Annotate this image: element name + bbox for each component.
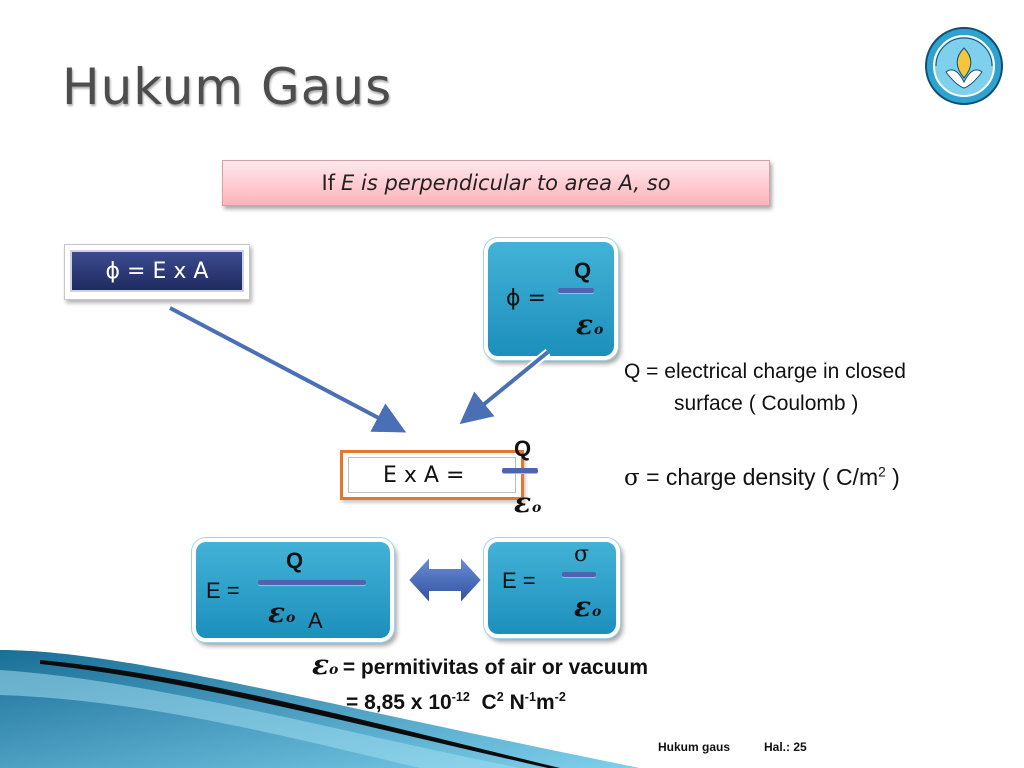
field-area: A [308,608,323,633]
arrow-right [459,350,550,425]
combined-equation-box: E x A = [340,450,524,500]
charge-note-line2: surface ( Coulomb ) [674,392,859,415]
background-swoosh [0,650,640,768]
epsilon-value: = 8,85 x 10-12 C2 N-1m-2 [346,690,566,715]
sigma-epsilon: ε [574,590,592,623]
epsilon-value-exp3: -1 [524,690,536,704]
sigma-formula-box: E = σ ε o [484,538,620,638]
gauss-epsilon-sub: o [594,322,604,338]
epsilon-note-sub: o [329,662,339,678]
combined-fraction-line [502,468,538,473]
page-title: Hukum Gaus [62,58,393,116]
sigma-note-sup: 2 [878,464,886,480]
condition-text: E is perpendicular to area A, so [341,171,671,195]
sigma-note-end: ) [885,464,900,490]
combined-lhs: E x A = [348,457,516,493]
field-epsilon-sub: o [286,610,296,626]
condition-banner: If E is perpendicular to area A, so [222,160,770,206]
sigma-lhs: E = [502,568,536,593]
gauss-numerator: Q [574,258,592,283]
sigma-numerator: σ [574,542,590,567]
condition-prefix: If [321,171,336,195]
gauss-formula-box: ϕ = Q ε o [484,238,618,360]
epsilon-value-exp4: -2 [554,690,566,704]
flux-definition-box: ϕ = E x A [64,244,250,300]
gauss-fraction-line [558,288,594,293]
combined-epsilon-sub: o [532,500,542,516]
field-epsilon: ε [268,596,286,629]
epsilon-note: εo = permitivitas of air or vacuum [312,648,648,681]
charge-note-line1: Q = electrical charge in closed [624,360,906,383]
epsilon-note-line1: = permitivitas of air or vacuum [342,656,649,679]
epsilon-note-symbol: ε [312,648,330,681]
sigma-note-text: = charge density ( C/m [646,464,879,490]
tut-wuri-handayani-logo-icon [925,27,1003,105]
gauss-epsilon: ε [576,308,594,341]
sigma-note: σ = charge density ( C/m2 ) [624,464,900,491]
sigma-fraction-line [562,572,596,577]
epsilon-value-exp2: 2 [496,690,504,704]
footer-label: Hukum gaus [658,740,731,754]
epsilon-value-exp1: -12 [451,690,470,704]
epsilon-value-c: C [469,691,497,714]
combined-epsilon: ε [514,486,532,519]
flux-definition-text: ϕ = E x A [70,250,244,292]
arrow-left [169,306,407,433]
footer-page-number: Hal.: 25 [764,740,807,754]
gauss-lhs: ϕ = [506,286,546,311]
field-fraction-line [258,580,366,585]
epsilon-value-n: N [503,691,525,714]
double-arrow-icon [406,553,484,607]
field-formula-box: E = Q ε o A [192,538,394,642]
epsilon-value-m: m [535,691,555,714]
sigma-epsilon-sub: o [592,604,602,620]
sigma-note-symbol: σ [624,465,640,491]
combined-numerator: Q [514,436,532,461]
epsilon-value-prefix: = 8,85 x 10 [346,691,452,714]
field-lhs: E = [206,578,240,603]
field-numerator: Q [286,548,304,573]
